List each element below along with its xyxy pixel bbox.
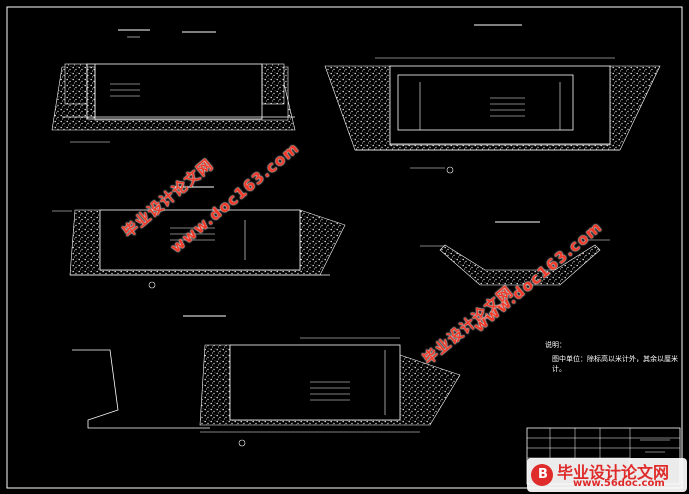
- footer-brand-title: 毕业设计论文网: [557, 463, 670, 482]
- notes-heading: 说明：: [545, 341, 566, 349]
- section-4-cross-section: [420, 221, 610, 286]
- brand-logo-mark: B: [538, 467, 548, 482]
- notes-line-1: 图中单位：除标高以米计外，其余以厘米计。: [552, 355, 678, 373]
- section-3-cross-section: [52, 186, 346, 289]
- section-5-cross-section: [72, 315, 461, 447]
- footer-brand-url[interactable]: www.56doc.com: [573, 478, 665, 489]
- section-1-cross-section: [51, 29, 296, 143]
- sheet-border: [6, 6, 683, 489]
- footer-brand-badge[interactable]: B 毕业设计论文网 www.56doc.com: [527, 458, 687, 492]
- brand-logo-icon: B: [531, 464, 553, 486]
- section-2-cross-section: [324, 24, 661, 174]
